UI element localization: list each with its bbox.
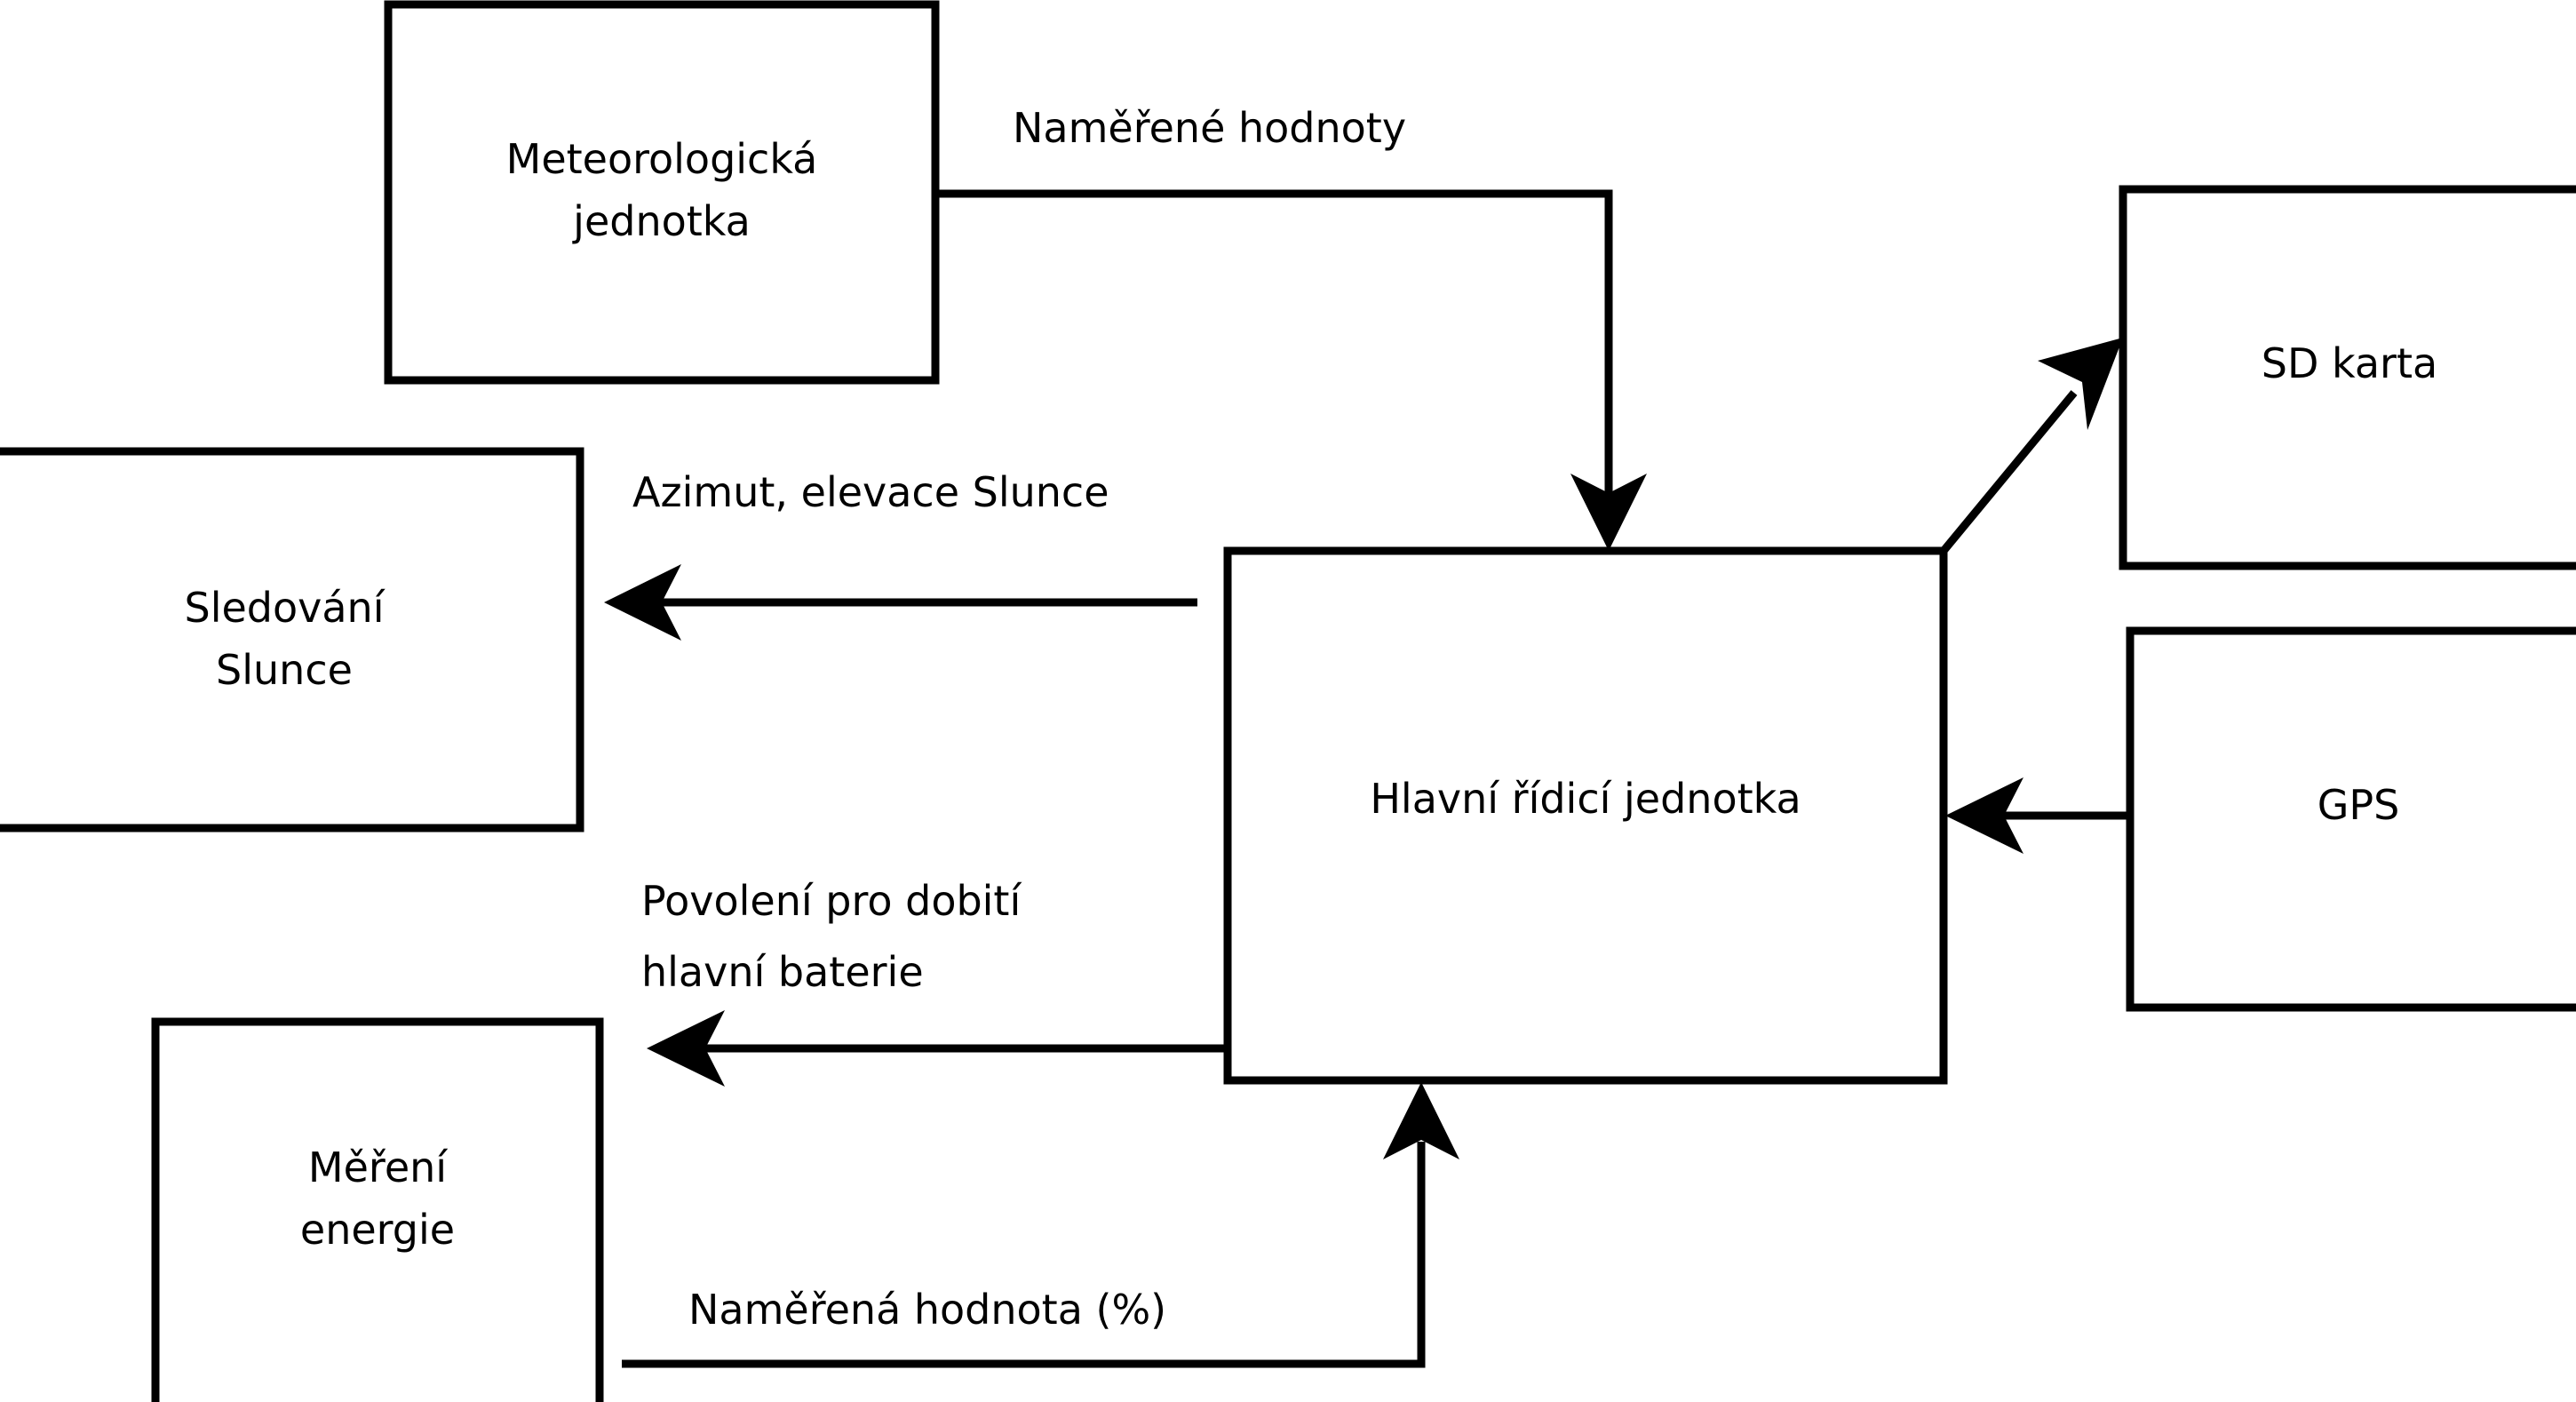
node-box-sd-card[interactable] bbox=[2119, 185, 2576, 570]
edge-line-energy-to-main bbox=[622, 1142, 1426, 1368]
node-gps[interactable]: GPS bbox=[2126, 626, 2576, 1012]
node-label-gps: GPS bbox=[2318, 781, 2400, 829]
edge-line-main-to-sd bbox=[1940, 390, 2078, 554]
edge-meteo-to-main-unit: Naměřené hodnoty bbox=[935, 104, 1647, 551]
arrow-head-gps-to-main bbox=[1945, 777, 2023, 854]
edge-main-unit-to-sun-tracking: Azimut, elevace Slunce bbox=[604, 468, 1197, 641]
edge-energy-to-main-unit: Naměřená hodnota (%) bbox=[622, 1082, 1459, 1368]
arrow-head-energy-to-main bbox=[1383, 1082, 1459, 1159]
node-label-energy-line2: energie bbox=[300, 1206, 455, 1254]
edge-label-meteo-to-main: Naměřené hodnoty bbox=[1013, 104, 1406, 152]
node-meteorologicka-jednotka[interactable]: Meteorologická jednotka bbox=[384, 0, 940, 385]
edge-gps-to-main-unit bbox=[1945, 777, 2130, 854]
edge-label-main-to-sun: Azimut, elevace Slunce bbox=[632, 468, 1109, 516]
node-box-gps[interactable] bbox=[2126, 626, 2576, 1012]
arrow-head-main-to-sun bbox=[604, 564, 681, 641]
node-label-sun-tracking-line1: Sledování bbox=[185, 584, 386, 632]
edge-main-unit-to-sd-card bbox=[1940, 338, 2123, 554]
node-label-meteo-line1: Meteorologická bbox=[506, 135, 818, 183]
node-box-meteo[interactable] bbox=[384, 0, 940, 385]
arrow-head-main-to-energy bbox=[647, 1010, 725, 1087]
edge-label-main-to-energy-line2: hlavní baterie bbox=[641, 948, 924, 996]
node-label-sd-card: SD karta bbox=[2262, 339, 2437, 387]
node-mereni-energie[interactable]: Měření energie bbox=[151, 1017, 604, 1402]
edge-line-meteo-to-main bbox=[935, 189, 1613, 498]
arrow-head-main-to-sd bbox=[2038, 338, 2123, 430]
node-label-energy-line1: Měření bbox=[308, 1143, 448, 1191]
node-box-sun-tracking[interactable] bbox=[0, 447, 584, 832]
node-box-main-unit[interactable] bbox=[1223, 546, 1948, 1085]
node-sledovani-slunce[interactable]: Sledování Slunce bbox=[0, 447, 584, 832]
node-hlavni-ridici-jednotka[interactable]: Hlavní řídicí jednotka bbox=[1223, 546, 1948, 1085]
edge-label-main-to-energy-line1: Povolení pro dobití bbox=[641, 877, 1022, 925]
node-label-meteo-line2: jednotka bbox=[572, 197, 751, 245]
arrow-head-meteo-to-main bbox=[1570, 474, 1647, 551]
edge-main-unit-to-energy: Povolení pro dobití hlavní baterie bbox=[641, 877, 1228, 1087]
node-sd-karta[interactable]: SD karta bbox=[2119, 185, 2576, 570]
node-label-sun-tracking-line2: Slunce bbox=[216, 646, 353, 694]
node-box-energy[interactable] bbox=[151, 1017, 604, 1402]
edge-label-energy-to-main: Naměřená hodnota (%) bbox=[688, 1286, 1166, 1334]
node-label-main-unit: Hlavní řídicí jednotka bbox=[1370, 775, 1801, 823]
